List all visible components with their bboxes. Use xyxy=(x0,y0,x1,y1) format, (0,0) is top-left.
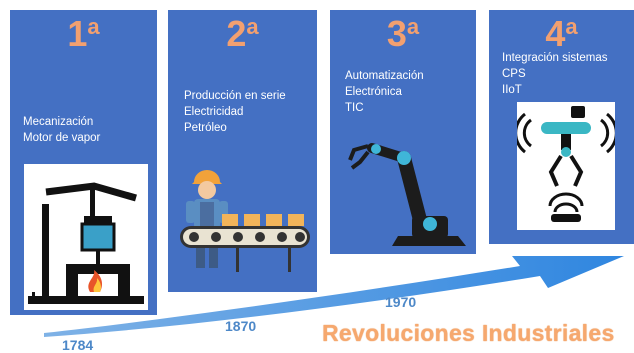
revolution-number-2: 2a xyxy=(226,13,259,54)
year-label-1: 1784 xyxy=(62,337,94,353)
year-label-3: 1970 xyxy=(385,294,417,310)
revolution-card-4: 4a Integración sistemas CPS IIoT xyxy=(489,10,634,244)
robot-arm-icon xyxy=(338,128,474,252)
revolution-card-1: 1a Mecanización Motor de vapor xyxy=(10,10,157,315)
revolution-number-4: 4a xyxy=(545,13,578,54)
connected-robot-gripper-icon xyxy=(517,102,615,230)
year-label-2: 1870 xyxy=(225,318,257,334)
assembly-line-worker-icon xyxy=(178,168,312,274)
revolution-card-2: 2a Producción en serie Electricidad Petr… xyxy=(168,10,317,292)
revolution-description-3: Automatización Electrónica TIC xyxy=(345,70,424,114)
revolution-description-4: Integración sistemas CPS IIoT xyxy=(502,52,608,96)
diagram-title: Revoluciones Industriales xyxy=(322,320,615,346)
revolution-number-3: 3a xyxy=(386,13,420,54)
revolution-card-3: 3a Automatización Electrónica TIC xyxy=(330,10,476,254)
steam-engine-icon xyxy=(24,164,148,310)
revolution-number-1: 1a xyxy=(67,13,100,54)
revolution-description-2: Producción en serie Electricidad Petróle… xyxy=(184,90,286,134)
revolution-description-1: Mecanización Motor de vapor xyxy=(23,116,101,144)
